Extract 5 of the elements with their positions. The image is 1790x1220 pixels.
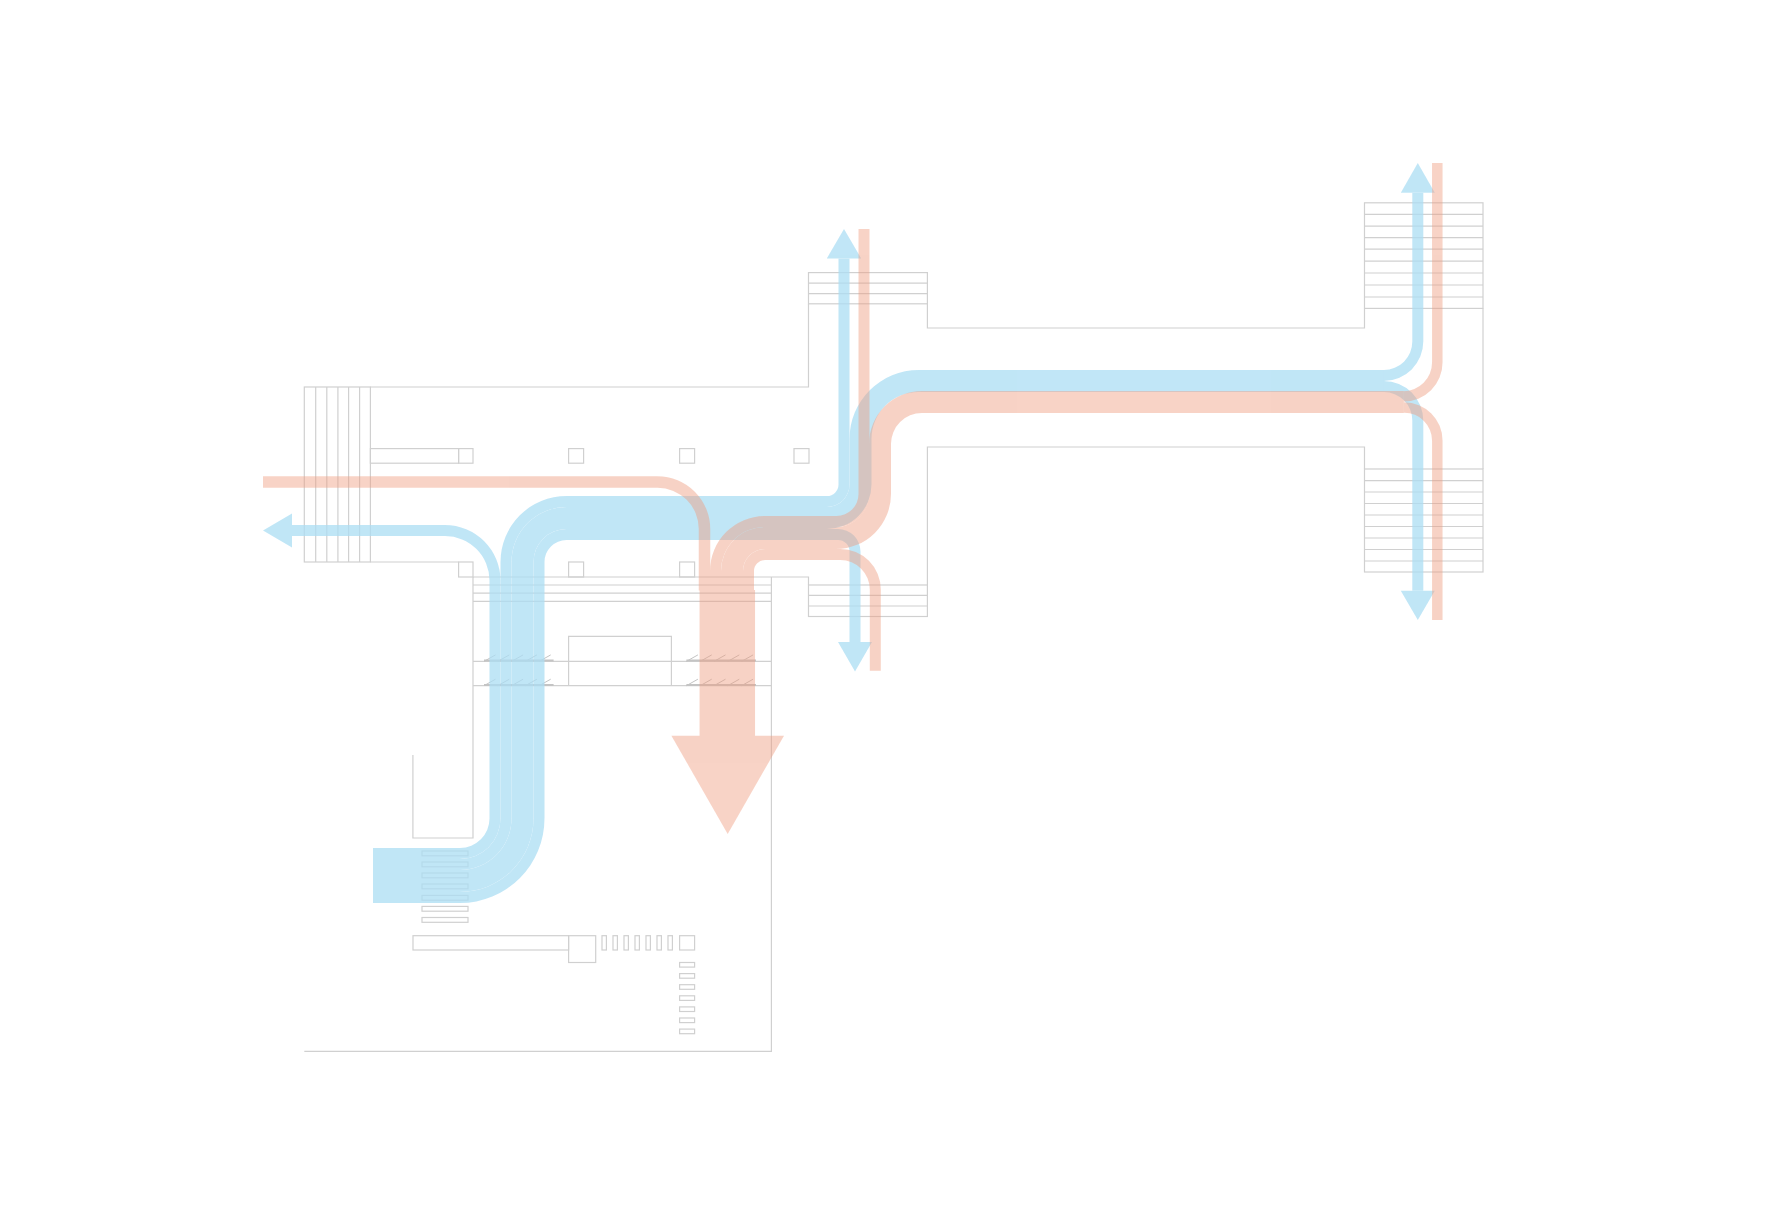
staircase-symbol bbox=[807, 272, 928, 305]
staircase-symbol bbox=[1363, 202, 1484, 309]
staircase-symbol bbox=[1363, 468, 1484, 573]
staircase-symbol bbox=[303, 386, 371, 563]
staircase-symbol bbox=[807, 584, 928, 618]
